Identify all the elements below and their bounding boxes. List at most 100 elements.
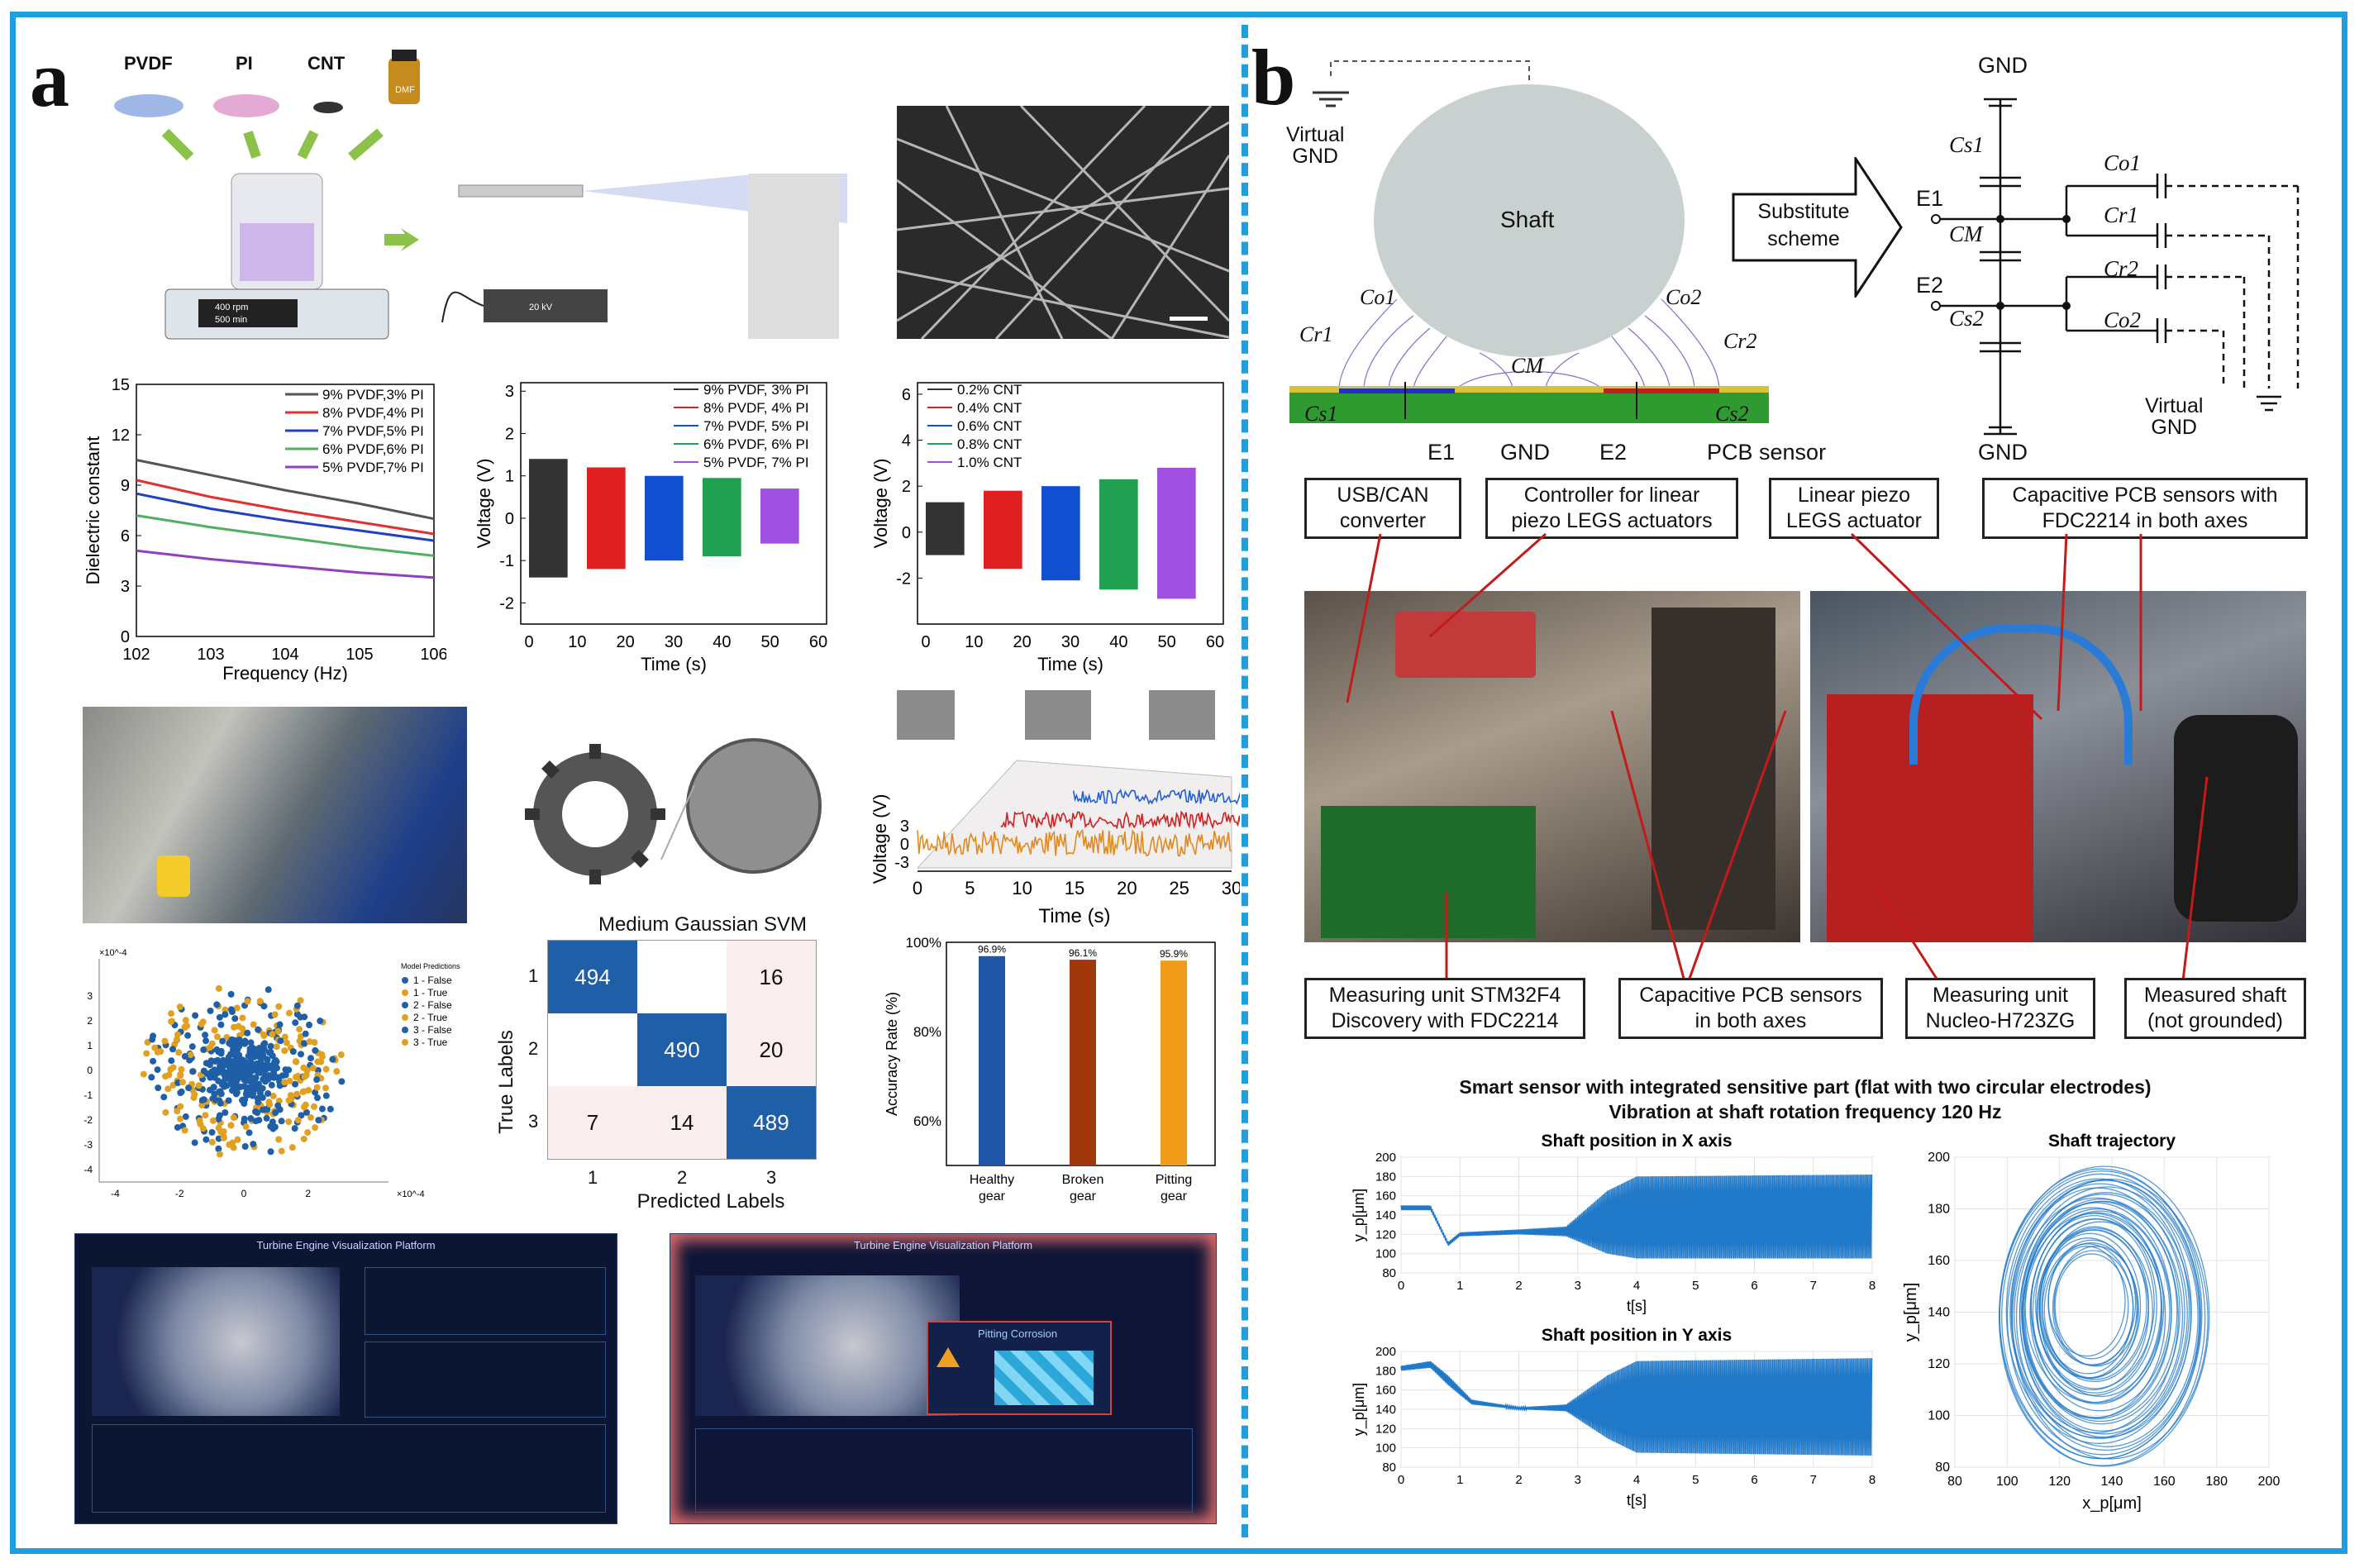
x-tick-label: 40: [713, 633, 731, 651]
trajectory-loop: [2020, 1202, 2172, 1418]
scatter-point: [229, 1139, 236, 1146]
scatter-point: [281, 1047, 288, 1055]
scatter-point: [220, 1133, 227, 1141]
discovery-board: [1321, 806, 1536, 938]
y-tick-label: 0: [902, 524, 911, 542]
trajectory-loop: [2054, 1253, 2129, 1360]
y-tick-label: 4: [902, 432, 911, 450]
scatter-point: [281, 1079, 288, 1086]
scatter-point: [255, 1044, 263, 1051]
cap-label-cm: CM: [1511, 354, 1543, 378]
scatter-point: [198, 1102, 206, 1109]
scatter-point: [234, 1060, 241, 1068]
scatter-point: [230, 1086, 237, 1094]
legend-marker-0: [402, 977, 408, 984]
scatter-point: [322, 1065, 330, 1073]
scatter-point: [228, 1008, 236, 1016]
x-tick-label: 4: [1633, 1279, 1640, 1293]
legend-marker-3: [402, 1014, 408, 1021]
scatter-point: [220, 1128, 227, 1136]
x-tick-label: 25: [1169, 878, 1189, 898]
x-tick-label: 105: [346, 646, 373, 664]
scatter-point: [300, 1040, 307, 1047]
scatter-point: [215, 1089, 222, 1096]
scatter-point: [293, 1002, 301, 1009]
scatter-point: [227, 990, 235, 998]
material-label-pvdf: PVDF: [124, 53, 173, 74]
scatter-point: [197, 1121, 204, 1128]
y-tick-label: 200: [1375, 1345, 1396, 1359]
series-line-4: [136, 549, 435, 579]
trajectory-loop: [2030, 1212, 2165, 1404]
figure-frame: [10, 12, 2347, 1554]
scatter-point: [271, 1011, 279, 1018]
voltage-burst-2: [645, 475, 684, 561]
x-axis-label: Time (s): [1038, 905, 1110, 927]
accuracy-value-2: 95.9%: [1160, 948, 1188, 960]
scatter-point: [168, 1018, 175, 1025]
y-tick-label: 3: [121, 578, 130, 596]
x-axis-label: x_p[μm]: [2082, 1494, 2142, 1513]
y-tick-label: 120: [1375, 1422, 1396, 1436]
x-tick-label: 10: [568, 633, 586, 651]
label-measured-shaft: Measured shaft (not grounded): [2124, 978, 2306, 1039]
label-capacitive-sensors-bottom: Capacitive PCB sensors in both axes: [1618, 978, 1883, 1039]
scatter-point: [252, 1118, 260, 1125]
scatter-point: [291, 1125, 298, 1132]
scatter-point: [247, 1054, 255, 1061]
scatter-point: [299, 1088, 307, 1095]
x-tick-label: 1: [1456, 1473, 1463, 1487]
scatter-point: [289, 1048, 297, 1056]
condition-monitoring-panel: [92, 1424, 606, 1513]
scatter-point: [312, 1089, 319, 1096]
y-tick-label: 120: [1928, 1357, 1950, 1371]
scatter-point: [278, 1118, 285, 1125]
x-tick-label: 6: [1751, 1279, 1757, 1293]
material-label-pi: PI: [236, 53, 253, 74]
scatter-point: [245, 1129, 253, 1137]
x-tick-label: 4: [1633, 1473, 1640, 1487]
category-label-2: Pitting: [1156, 1173, 1192, 1187]
scatter-point: [178, 1065, 185, 1073]
scatter-point: [212, 1058, 219, 1065]
y-tick-label: 0: [121, 628, 130, 646]
dashboard-2-title: Turbine Engine Visualization Platform: [853, 1239, 1033, 1251]
x-tick-label: -4: [111, 1188, 120, 1199]
scatter-point: [333, 1068, 341, 1075]
scatter-point: [293, 1090, 301, 1098]
scatter-point: [148, 1074, 155, 1081]
confusion-row-label: 1: [528, 965, 539, 986]
scatter-point: [220, 1056, 227, 1064]
dmf-bottle-label: DMF: [395, 85, 415, 95]
scatter-point: [260, 1003, 268, 1010]
trajectory-loop: [2047, 1239, 2137, 1365]
scatter-point: [190, 1094, 198, 1101]
scatter-point: [230, 1114, 237, 1122]
scatter-point: [275, 1003, 283, 1010]
scatter-point: [182, 1113, 189, 1120]
scatter-point: [195, 1082, 203, 1089]
trajectory-loop: [2053, 1246, 2139, 1367]
scatter-point: [244, 1029, 251, 1037]
trajectory-loop: [2032, 1218, 2163, 1405]
scatter-point: [213, 1001, 221, 1008]
scatter-point: [222, 1075, 229, 1083]
x-tick-label: 10: [1012, 878, 1032, 898]
x-tick-label: 103: [197, 646, 224, 664]
circuit-virtual-gnd: Virtual GND: [2145, 394, 2204, 440]
voltage-burst-4: [1157, 467, 1196, 599]
scatter-point: [206, 1061, 213, 1069]
electrode-label-e1: E1: [1427, 440, 1456, 465]
scatter-point: [265, 986, 272, 994]
scatter-point: [278, 1147, 285, 1155]
y-tick-label: 9: [121, 477, 130, 495]
y-tick-label: 100%: [906, 935, 941, 951]
legend-marker-4: [402, 1027, 408, 1033]
confusion-ylabel: True Labels: [494, 1030, 517, 1134]
scatter-point: [212, 1096, 219, 1103]
circuit-cs1: Cs1: [1949, 132, 1985, 157]
scatter-point: [216, 1151, 223, 1158]
y-tick-label: 3: [505, 383, 514, 401]
